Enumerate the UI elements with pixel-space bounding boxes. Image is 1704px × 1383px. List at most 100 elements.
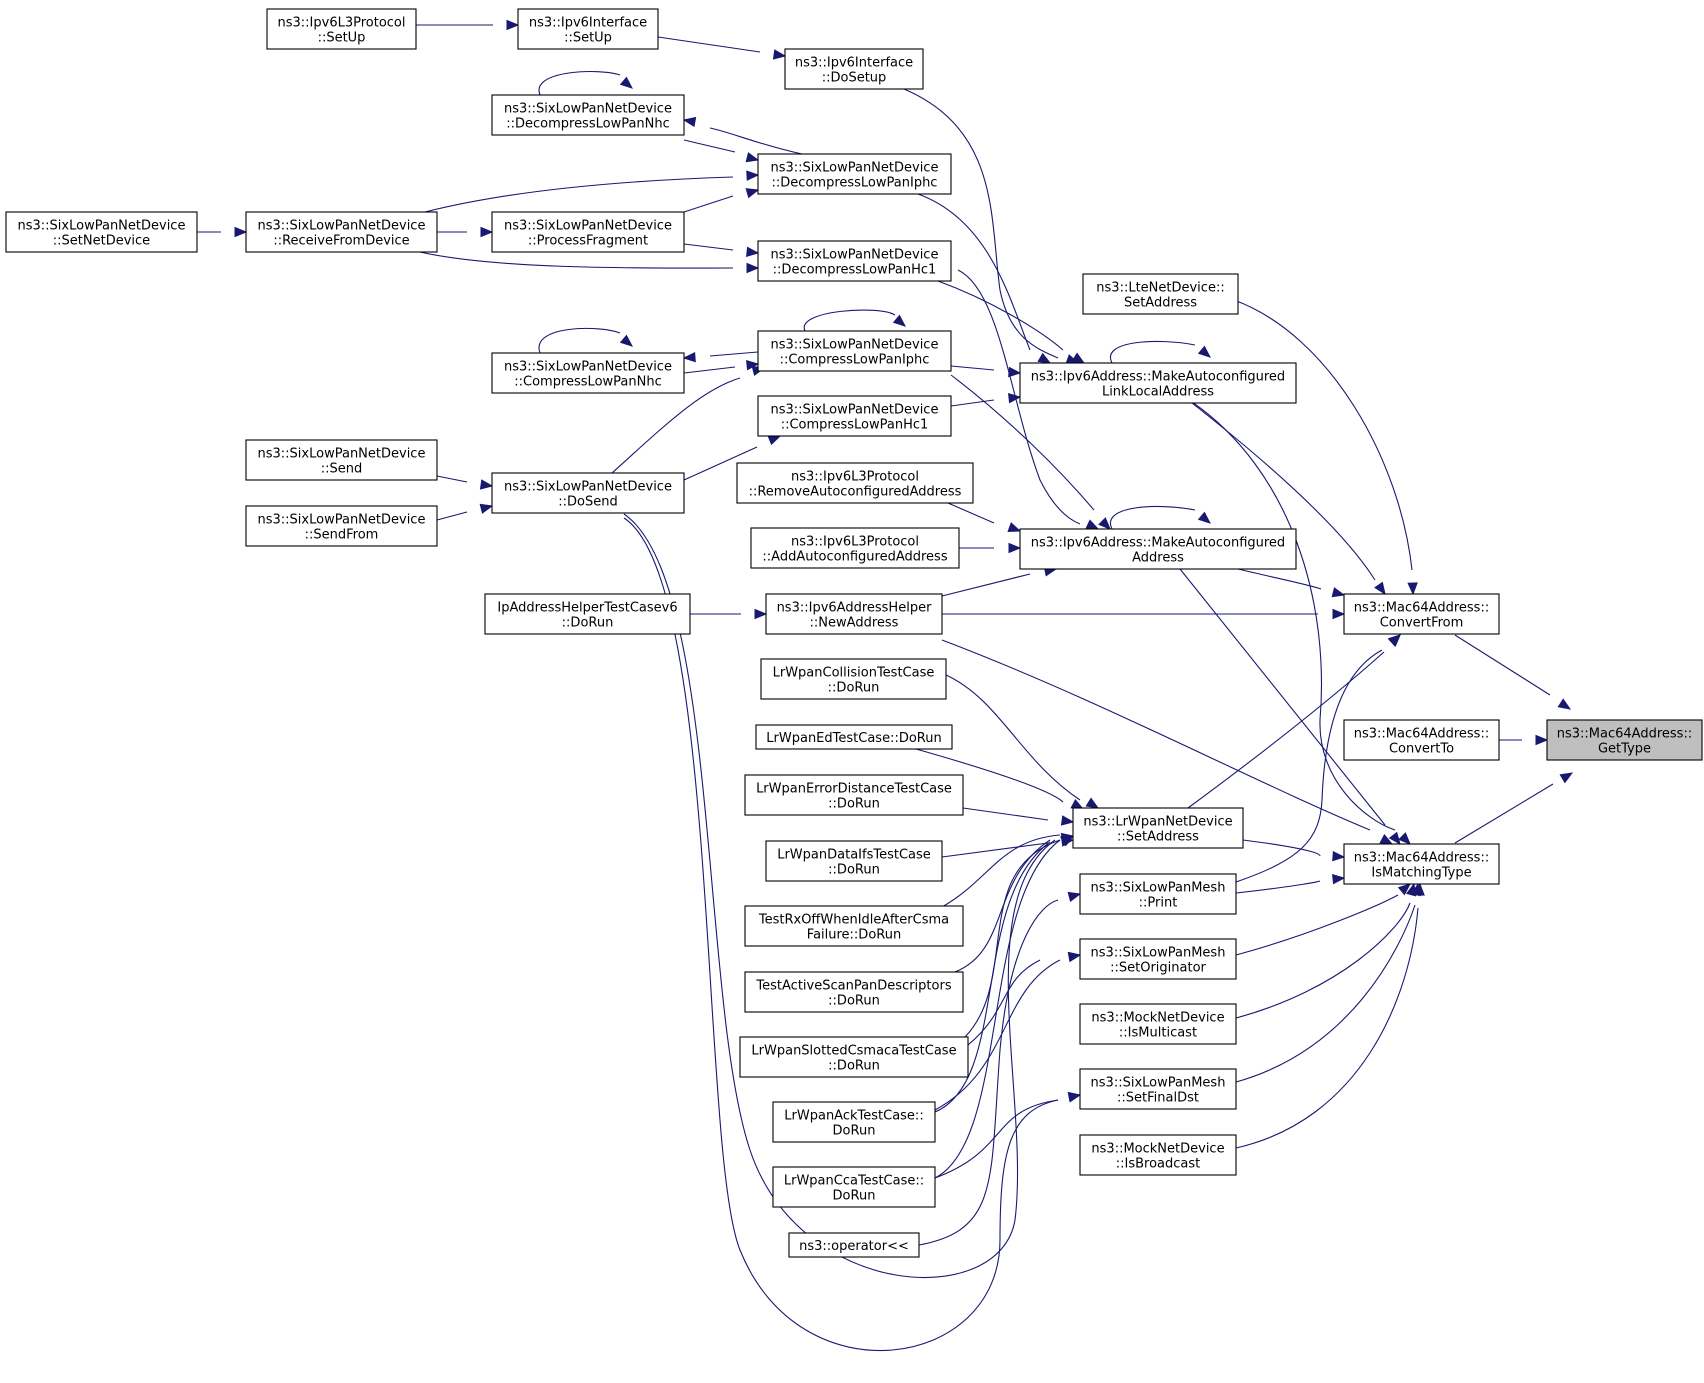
call-edge-n7-n1 — [942, 608, 1346, 620]
edge-line — [964, 839, 1061, 1038]
node-label-line: ns3::Ipv6L3Protocol — [791, 535, 919, 550]
node-label-line: ns3::SixLowPanNetDevice — [771, 403, 939, 418]
function-node[interactable]: ns3::Ipv6Address::MakeAutoconfiguredLink… — [1019, 362, 1297, 404]
function-node[interactable]: ns3::SixLowPanNetDevice::CompressLowPanN… — [491, 352, 685, 394]
call-edge-n30-n9 — [918, 891, 1082, 1246]
node-label-line: ns3::SixLowPanNetDevice — [258, 219, 426, 234]
function-node[interactable]: ns3::SixLowPanMesh::SetOriginator — [1079, 938, 1237, 980]
function-node[interactable]: ns3::Ipv6Interface::SetUp — [517, 8, 659, 50]
function-node[interactable]: ns3::SixLowPanNetDevice::ReceiveFromDevi… — [245, 211, 438, 253]
edge-line — [937, 280, 1064, 351]
edge-line — [962, 807, 1049, 821]
node-label-line: ns3::Ipv6Address::MakeAutoconfigured — [1031, 536, 1285, 551]
call-edge-n41-n38 — [197, 226, 248, 238]
function-node[interactable]: ns3::SixLowPanNetDevice::ProcessFragment — [491, 211, 685, 253]
node-label-line: ::DoRun — [828, 994, 880, 1009]
edge-line — [917, 193, 1031, 351]
function-node[interactable]: ns3::Mac64Address::ConvertTo — [1343, 719, 1500, 761]
function-node[interactable]: ns3::SixLowPanNetDevice::SetNetDevice — [5, 211, 198, 253]
node-label-line: ns3::MockNetDevice — [1091, 1011, 1224, 1026]
function-node[interactable]: ns3::SixLowPanNetDevice::Send — [245, 439, 438, 481]
function-node[interactable]: ns3::SixLowPanMesh::SetFinalDst — [1079, 1068, 1237, 1110]
function-node[interactable]: ns3::Ipv6L3Protocol::AddAutoconfiguredAd… — [750, 527, 960, 569]
node-label-line: ::RemoveAutoconfiguredAddress — [749, 485, 962, 500]
function-node[interactable]: ns3::MockNetDevice::IsBroadcast — [1079, 1134, 1237, 1176]
node-box — [744, 774, 964, 816]
function-node[interactable]: LrWpanEdTestCase::DoRun — [755, 724, 953, 750]
edge-line — [683, 195, 734, 213]
call-edge-n15-n32 — [682, 116, 803, 155]
node-label-line: Failure::DoRun — [807, 928, 901, 943]
node-box — [5, 211, 198, 253]
node-label-line: ::ProcessFragment — [528, 234, 648, 249]
edge-line — [1235, 904, 1416, 1083]
function-node[interactable]: ns3::SixLowPanNetDevice::DoSend — [491, 472, 685, 514]
function-node[interactable]: ns3::SixLowPanNetDevice::DecompressLowPa… — [757, 240, 952, 282]
call-edge-n34-n34 — [538, 327, 634, 354]
edge-line — [947, 502, 995, 524]
function-node[interactable]: IpAddressHelperTestCasev6::DoRun — [484, 593, 691, 635]
function-node[interactable]: ns3::SixLowPanMesh::Print — [1079, 873, 1237, 915]
node-label-line: ns3::SixLowPanNetDevice — [771, 248, 939, 263]
node-box — [739, 1036, 969, 1078]
call-edge-n21-n8 — [945, 674, 1100, 809]
function-node[interactable]: ns3::operator<< — [788, 1232, 920, 1258]
function-node[interactable]: LrWpanSlottedCsmacaTestCase::DoRun — [739, 1036, 969, 1078]
arrowhead-icon — [1407, 582, 1418, 596]
edge-line — [709, 351, 759, 357]
node-label-line: LrWpanAckTestCase:: — [784, 1109, 923, 1124]
node-label-line: TestActiveScanPanDescriptors — [755, 979, 951, 994]
node-label-line: ns3::Ipv6L3Protocol — [278, 16, 406, 31]
function-node[interactable]: ns3::SixLowPanNetDevice::DecompressLowPa… — [491, 94, 685, 136]
function-node[interactable]: ns3::SixLowPanNetDevice::CompressLowPanI… — [757, 330, 952, 372]
function-node[interactable]: ns3::Ipv6L3Protocol::RemoveAutoconfigure… — [736, 462, 974, 504]
call-edge-n33-n16 — [683, 243, 760, 258]
edge-line — [1454, 783, 1554, 844]
edge-line — [950, 365, 995, 371]
node-label-line: ::CompressLowPanNhc — [514, 375, 661, 390]
function-node[interactable]: LrWpanDataIfsTestCase::DoRun — [765, 840, 943, 882]
function-node[interactable]: ns3::Ipv6Address::MakeAutoconfiguredAddr… — [1019, 528, 1297, 570]
node-label-line: ::SetAddress — [1117, 830, 1199, 845]
function-node[interactable]: ns3::SixLowPanNetDevice::DecompressLowPa… — [757, 153, 952, 195]
node-label-line: ::DoRun — [828, 681, 880, 696]
arrowhead-icon — [746, 246, 760, 258]
arrowhead-icon — [745, 188, 760, 199]
node-box — [765, 840, 943, 882]
edge-line — [1242, 839, 1321, 857]
arrowhead-icon — [1008, 366, 1022, 378]
node-box — [1079, 1068, 1237, 1110]
function-node[interactable]: LrWpanAckTestCase::DoRun — [772, 1101, 936, 1143]
function-node[interactable]: ns3::Mac64Address::ConvertFrom — [1343, 593, 1500, 635]
edge-line — [1235, 907, 1419, 1149]
node-label-line: ConvertTo — [1389, 742, 1454, 757]
function-node[interactable]: ns3::SixLowPanNetDevice::SendFrom — [245, 505, 438, 547]
node-label-line: ::CompressLowPanHc1 — [781, 418, 929, 433]
edge-line — [941, 639, 1371, 831]
function-node[interactable]: LrWpanCcaTestCase::DoRun — [772, 1166, 936, 1208]
node-label-line: ns3::Mac64Address:: — [1557, 727, 1692, 742]
edge-line — [1109, 340, 1196, 364]
function-node[interactable]: ns3::LteNetDevice::SetAddress — [1082, 273, 1239, 315]
function-node[interactable]: ns3::Ipv6AddressHelper::NewAddress — [765, 593, 943, 635]
call-edge-n7-n3 — [941, 639, 1394, 845]
function-node[interactable]: TestActiveScanPanDescriptors::DoRun — [744, 971, 964, 1013]
node-label-line: ns3::SixLowPanNetDevice — [771, 338, 939, 353]
function-node[interactable]: LrWpanCollisionTestCase::DoRun — [760, 658, 947, 700]
node-label-line: LrWpanDataIfsTestCase — [777, 848, 931, 863]
edge-line — [1187, 651, 1385, 809]
function-node[interactable]: ns3::Ipv6L3Protocol::SetUp — [266, 8, 417, 50]
call-edge-n10-n3 — [1235, 883, 1412, 956]
function-node[interactable]: ns3::LrWpanNetDevice::SetAddress — [1072, 807, 1244, 849]
node-label-line: LrWpanSlottedCsmacaTestCase — [751, 1044, 956, 1059]
function-node[interactable]: ns3::Ipv6Interface::DoSetup — [784, 48, 924, 90]
function-node[interactable]: ns3::SixLowPanNetDevice::CompressLowPanH… — [757, 395, 952, 437]
focus-function-node[interactable]: ns3::Mac64Address::GetType — [1546, 719, 1703, 761]
call-edge-n6-n3 — [1179, 568, 1401, 846]
node-box — [491, 211, 685, 253]
function-node[interactable]: ns3::Mac64Address::IsMatchingType — [1343, 843, 1500, 885]
function-node[interactable]: LrWpanErrorDistanceTestCase::DoRun — [744, 774, 964, 816]
node-label-line: TestRxOffWhenIdleAfterCsma — [758, 913, 949, 928]
function-node[interactable]: ns3::MockNetDevice::IsMulticast — [1079, 1003, 1237, 1045]
